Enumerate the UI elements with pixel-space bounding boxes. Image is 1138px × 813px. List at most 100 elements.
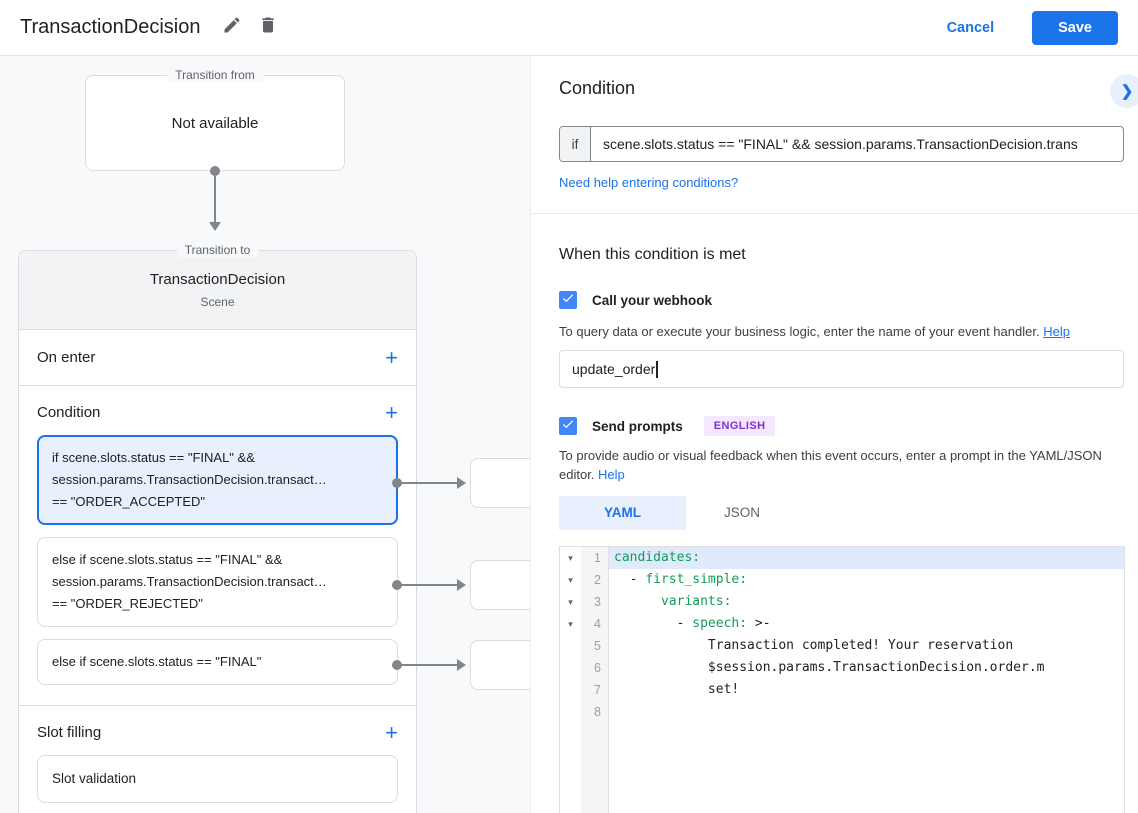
scene-name: TransactionDecision (149, 271, 286, 288)
fold-spacer (560, 679, 581, 701)
fold-arrow-icon[interactable]: ▾ (560, 591, 581, 613)
conditions-help-link[interactable]: Need help entering conditions? (559, 175, 739, 190)
connector-line (214, 176, 216, 223)
yaml-plain: set! (614, 682, 740, 697)
prompts-checkbox[interactable] (559, 417, 577, 435)
line-number: 6 (581, 657, 609, 679)
on-enter-label: On enter (37, 349, 96, 366)
delete-scene-button[interactable] (258, 15, 278, 40)
yaml-key: candidates: (614, 550, 701, 565)
webhook-label: Call your webhook (592, 292, 713, 308)
code-line: $session.params.TransactionDecision.orde… (609, 657, 1124, 679)
fold-spacer (560, 657, 581, 679)
line-number: 1 (581, 547, 609, 569)
gutter-filler (581, 723, 609, 813)
condition-card-final[interactable]: else if scene.slots.status == "FINAL" (37, 639, 398, 685)
line-number: 7 (581, 679, 609, 701)
tab-json[interactable]: JSON (723, 505, 760, 520)
yaml-key: first_simple: (645, 572, 748, 587)
fold-arrow-icon[interactable]: ▾ (560, 613, 581, 635)
slot-filling-label: Slot filling (37, 724, 102, 741)
transition-to-scene-card: Transition to TransactionDecision Scene … (18, 243, 417, 813)
yaml-plain: - (614, 616, 693, 631)
collapse-panel-button[interactable]: ❯ (1110, 74, 1138, 108)
fold-spacer (560, 701, 581, 723)
edit-title-button[interactable] (222, 15, 242, 40)
condition-panel-heading: Condition (559, 78, 636, 98)
line-number: 4 (581, 613, 609, 635)
slot-filling-section: Slot filling + Slot validation (19, 706, 416, 813)
editor-gutter: ▾1 ▾2 ▾3 ▾4 5 6 7 8 (560, 547, 609, 813)
condition-expression-field[interactable]: if scene.slots.status == "FINAL" && sess… (559, 126, 1124, 162)
add-on-enter-button[interactable]: + (385, 345, 398, 370)
code-line: - speech: >- (609, 613, 1124, 635)
fold-arrow-icon[interactable]: ▾ (560, 569, 581, 591)
code-line (609, 701, 1124, 723)
webhook-help-link[interactable]: Help (1043, 324, 1070, 339)
transition-from-legend: Transition from (167, 68, 263, 82)
fold-arrow-icon[interactable]: ▾ (560, 547, 581, 569)
yaml-plain: - (614, 572, 646, 587)
add-condition-button[interactable]: + (385, 400, 398, 425)
tab-yaml[interactable]: YAML (559, 496, 686, 530)
webhook-checkbox[interactable] (559, 291, 577, 309)
save-button[interactable]: Save (1032, 10, 1118, 45)
slot-validation-card[interactable]: Slot validation (37, 755, 398, 803)
code-line: Transaction completed! Your reservation (609, 635, 1124, 657)
condition-card-accepted[interactable]: if scene.slots.status == "FINAL" && sess… (37, 435, 398, 525)
webhook-helper-text: To query data or execute your business l… (559, 322, 1070, 341)
event-handler-input[interactable]: update_order (559, 350, 1124, 388)
checkmark-icon (561, 417, 575, 436)
transition-from-content: Not available (171, 114, 259, 132)
condition-expression-value[interactable]: scene.slots.status == "FINAL" && session… (603, 136, 1078, 152)
condition-2-connector-line (397, 584, 458, 586)
target-scene-box-2[interactable] (470, 560, 530, 610)
yaml-plain: $session.params.TransactionDecision.orde… (614, 660, 1045, 675)
line-number: 3 (581, 591, 609, 613)
target-scene-box-3[interactable] (470, 640, 530, 690)
code-line: - first_simple: (609, 569, 1124, 591)
transition-from-box: Transition from Not available (85, 68, 345, 171)
line-number: 8 (581, 701, 609, 723)
text-cursor (656, 360, 659, 378)
yaml-key: speech: (692, 616, 748, 631)
scene-header[interactable]: TransactionDecision Scene (19, 251, 416, 330)
connector-dot[interactable] (210, 166, 220, 176)
condition-editor-panel: Condition ❯ if scene.slots.status == "FI… (530, 56, 1138, 813)
line-number: 5 (581, 635, 609, 657)
page-title: TransactionDecision (20, 16, 201, 38)
arrow-right-icon (457, 477, 466, 489)
prompts-helper-text: To provide audio or visual feedback when… (559, 446, 1131, 484)
event-handler-value: update_order (572, 361, 656, 377)
pencil-icon (222, 15, 242, 40)
yaml-editor: ▾1 ▾2 ▾3 ▾4 5 6 7 8 candidates: - first_… (559, 546, 1125, 813)
when-met-heading: When this condition is met (559, 246, 746, 263)
on-enter-section: On enter + (19, 330, 416, 386)
cancel-button[interactable]: Cancel (946, 19, 995, 36)
checkmark-icon (561, 291, 575, 310)
webhook-helper-body: To query data or execute your business l… (559, 324, 1040, 339)
top-bar: TransactionDecision Cancel Save (0, 0, 1138, 56)
target-scene-box-1[interactable] (470, 458, 530, 508)
yaml-plain: Transaction completed! Your reservation (614, 638, 1014, 653)
prompts-help-link[interactable]: Help (598, 467, 625, 482)
condition-section: Condition + if scene.slots.status == "FI… (19, 386, 416, 706)
trash-icon (258, 15, 278, 40)
condition-card-rejected[interactable]: else if scene.slots.status == "FINAL" &&… (37, 537, 398, 627)
fold-spacer (560, 635, 581, 657)
chevron-right-icon: ❯ (1120, 83, 1134, 100)
editor-code-area[interactable]: candidates: - first_simple: variants: - … (609, 547, 1124, 813)
prompt-format-tabs: YAML JSON (559, 496, 798, 530)
fold-spacer (560, 723, 581, 813)
language-badge: ENGLISH (703, 416, 776, 436)
code-line: candidates: (609, 547, 1124, 569)
flow-diagram-panel: Transition from Not available Transition… (0, 56, 530, 813)
code-line: set! (609, 679, 1124, 701)
add-slot-button[interactable]: + (385, 720, 398, 745)
arrow-right-icon (457, 659, 466, 671)
condition-section-label: Condition (37, 404, 101, 421)
prompts-helper-body: To provide audio or visual feedback when… (559, 448, 1102, 482)
code-line: variants: (609, 591, 1124, 613)
prompts-checkbox-row: Send prompts ENGLISH (559, 416, 776, 436)
yaml-plain (614, 594, 661, 609)
